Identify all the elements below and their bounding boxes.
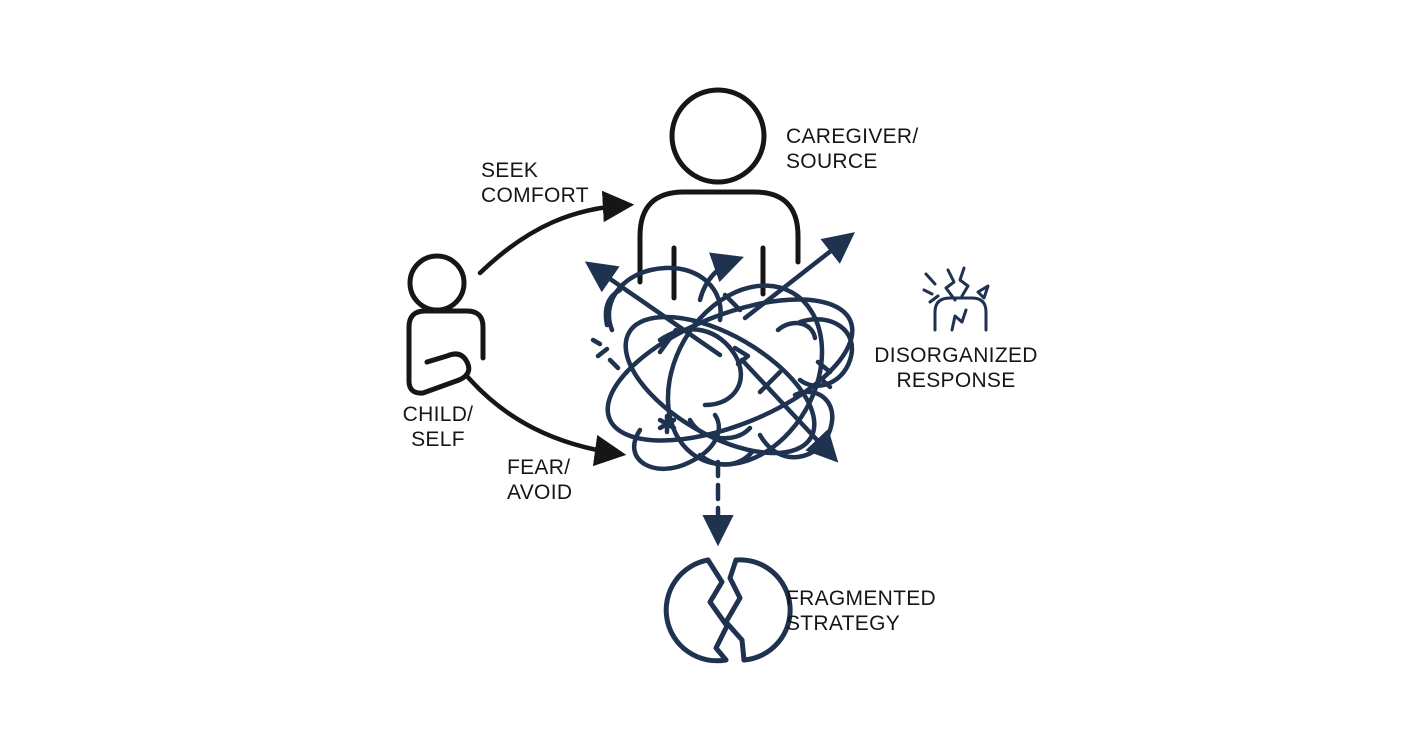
disorganized-line1: DISORGANIZED	[874, 344, 1038, 367]
disorganized-burst-icon	[922, 266, 990, 332]
fear-avoid-arrow	[463, 372, 627, 467]
scatter-arrow-up-right	[742, 232, 855, 321]
child-label-line2: SELF	[411, 428, 465, 451]
fragmented-label: FRAGMENTED STRATEGY	[786, 586, 936, 636]
fear-avoid-label: FEAR/ AVOID	[507, 455, 572, 505]
seek-comfort-line2: COMFORT	[481, 184, 589, 207]
scatter-arrow-up-left	[584, 261, 723, 358]
seek-comfort-line1: SEEK	[481, 159, 539, 182]
fear-avoid-line2: AVOID	[507, 481, 573, 504]
seek-comfort-label: SEEK COMFORT	[481, 158, 589, 208]
seek-comfort-arrow	[477, 190, 635, 276]
scatter-arrow-curl	[697, 252, 744, 303]
scatter-arrows	[584, 232, 855, 463]
fragmented-line1: FRAGMENTED	[786, 587, 936, 610]
child-figure-icon	[406, 253, 486, 396]
broken-circle-icon	[663, 557, 793, 664]
caregiver-line2: SOURCE	[786, 150, 878, 173]
caregiver-label: CAREGIVER/ SOURCE	[786, 124, 919, 174]
child-label: CHILD/ SELF	[392, 402, 484, 452]
disorganized-label: DISORGANIZED RESPONSE	[868, 343, 1044, 393]
disorganized-line2: RESPONSE	[896, 369, 1016, 392]
caregiver-line1: CAREGIVER/	[786, 125, 919, 148]
fear-avoid-line1: FEAR/	[507, 456, 571, 479]
child-label-line1: CHILD/	[402, 403, 474, 426]
scatter-arrow-down-right	[739, 357, 839, 463]
fragmented-line2: STRATEGY	[786, 612, 901, 635]
